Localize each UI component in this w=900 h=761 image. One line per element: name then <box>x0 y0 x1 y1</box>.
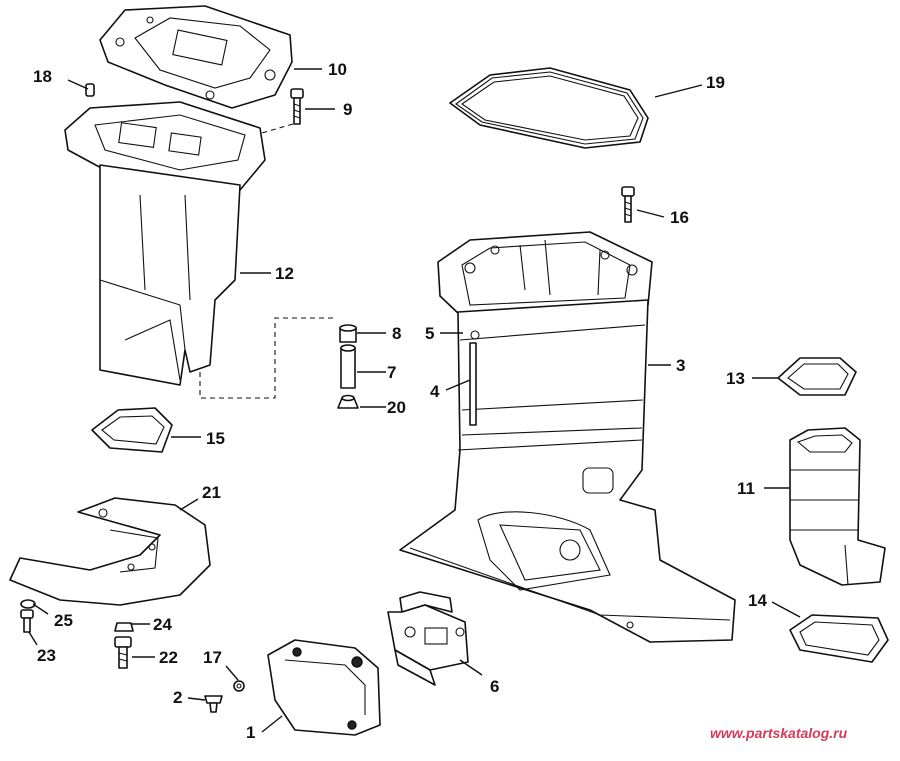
part-24-nut <box>114 622 134 632</box>
callout-2: 2 <box>173 688 182 707</box>
part-4-stud <box>469 342 477 426</box>
part-17-washer <box>233 680 245 692</box>
callout-8: 8 <box>392 324 401 343</box>
part-12-exhaust-adapter <box>64 101 266 386</box>
part-12-to-7-dashed-line <box>199 317 335 399</box>
callout-1: 1 <box>246 723 255 742</box>
part-7-tube <box>340 344 356 389</box>
part-6-mount <box>387 591 469 686</box>
part-21-plate <box>9 497 211 606</box>
callout-10: 10 <box>328 60 347 79</box>
part-19-seal-ring <box>449 67 649 149</box>
callout-16: 16 <box>670 208 689 227</box>
watermark-text: www.partskatalog.ru <box>710 725 848 741</box>
part-8-bushing <box>339 324 357 343</box>
callout-21: 21 <box>202 483 221 502</box>
part-3-driveshaft-housing <box>399 231 736 643</box>
callout-5: 5 <box>425 324 434 343</box>
callout-11: 11 <box>737 479 755 498</box>
part-9-alignment-line <box>254 123 294 136</box>
callout-6: 6 <box>490 677 499 696</box>
part-2-screw <box>204 695 223 713</box>
callout-7: 7 <box>387 363 396 382</box>
callout-14: 14 <box>748 591 767 610</box>
leader-lines <box>28 68 801 733</box>
part-13-seal <box>777 357 857 396</box>
part-16-bolt <box>621 186 635 223</box>
part-10-gasket <box>99 5 293 109</box>
callout-labels: 10 9 18 12 8 7 20 15 19 16 5 4 3 13 11 1… <box>33 60 767 742</box>
callout-9: 9 <box>343 100 352 119</box>
part-14-seal <box>789 614 889 663</box>
part-22-bolt <box>114 636 132 669</box>
callout-12: 12 <box>275 264 294 283</box>
callout-23: 23 <box>37 646 56 665</box>
callout-4: 4 <box>430 382 440 401</box>
callout-22: 22 <box>159 648 178 667</box>
part-20-grommet <box>337 394 359 409</box>
callout-20: 20 <box>387 398 406 417</box>
callout-15: 15 <box>206 429 225 448</box>
part-1-cover <box>267 639 381 736</box>
callout-25: 25 <box>54 611 73 630</box>
callout-3: 3 <box>676 356 685 375</box>
callout-19: 19 <box>706 73 725 92</box>
part-23-screw <box>20 609 34 633</box>
callout-13: 13 <box>726 369 745 388</box>
part-9-bolt <box>290 88 304 125</box>
part-25-washer <box>20 599 36 609</box>
part-15-seal <box>91 407 173 453</box>
part-18-dowel-pin <box>85 83 95 97</box>
callout-17: 17 <box>203 648 222 667</box>
callout-24: 24 <box>153 615 172 634</box>
part-11-exhaust-tube <box>789 427 886 586</box>
callout-18: 18 <box>33 67 52 86</box>
